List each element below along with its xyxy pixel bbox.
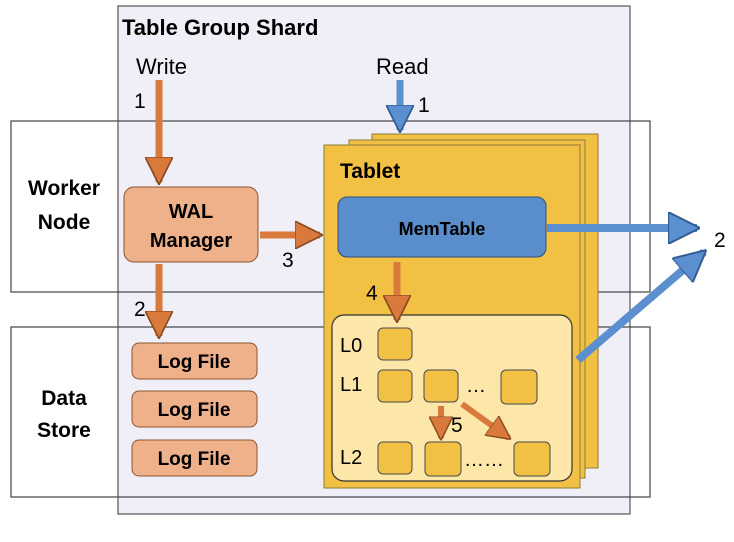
l1-ellipsis: …: [466, 375, 486, 397]
sstable-l1-2: [423, 369, 459, 403]
read-label: Read: [376, 54, 429, 79]
wal-manager-label-line1: WAL: [169, 201, 213, 223]
log-file-box-2: [131, 390, 258, 428]
step2-flush-label: 2: [134, 298, 146, 321]
step3-label: 3: [282, 249, 294, 272]
level-l1-label: L1: [340, 374, 362, 396]
log-file-label-1: Log File: [158, 352, 231, 373]
worker-node-label-line2: Node: [38, 211, 91, 234]
sstable-l0-1: [377, 327, 413, 361]
write-label: Write: [136, 54, 187, 79]
lsm-read-arrow: [575, 252, 704, 364]
worker-node-label-line1: Worker: [28, 177, 100, 200]
sstable-l2-3: [513, 441, 551, 477]
sstable-l1-3: [500, 369, 538, 405]
step2-read-label: 2: [714, 229, 726, 252]
data-store-label-line2: Store: [37, 419, 91, 442]
tablet-title: Tablet: [340, 160, 400, 183]
memtable-label: MemTable: [399, 219, 486, 239]
memtable-box: [337, 196, 547, 258]
level-l2-label: L2: [340, 447, 362, 469]
wal-manager-box: [123, 186, 259, 263]
log-file-box-1: [131, 342, 258, 380]
l2-ellipsis: ……: [464, 449, 504, 471]
log-file-label-3: Log File: [158, 449, 231, 470]
step5-label: 5: [451, 414, 463, 437]
step1-write-label: 1: [134, 90, 146, 113]
data-store-label-line1: Data: [41, 387, 87, 410]
shard-title: Table Group Shard: [122, 15, 318, 40]
compaction-arrow-diag: [460, 401, 509, 441]
log-file-box-3: [131, 439, 258, 477]
sstable-l2-1: [377, 441, 413, 475]
step1-read-label: 1: [418, 94, 430, 117]
sstable-l2-2: [424, 441, 462, 477]
sstable-l1-1: [377, 369, 413, 403]
wal-manager-label-line2: Manager: [150, 230, 232, 252]
level-l0-label: L0: [340, 335, 362, 357]
log-file-label-2: Log File: [158, 400, 231, 421]
step4-label: 4: [366, 282, 378, 305]
